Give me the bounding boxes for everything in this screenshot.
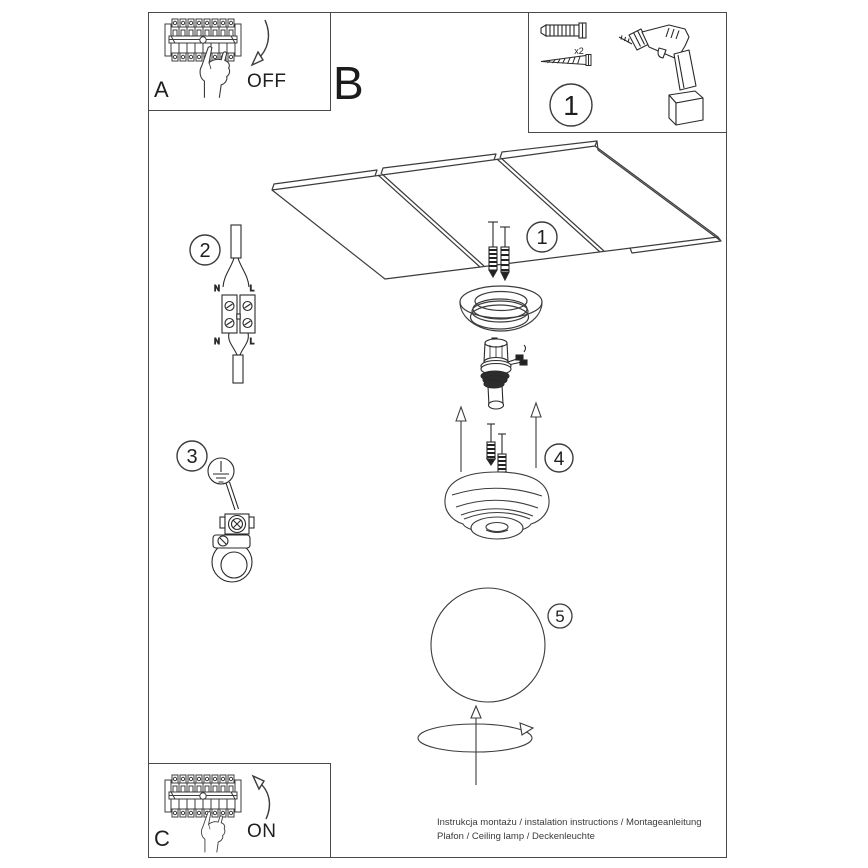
panel-on-box: C ON: [148, 763, 331, 858]
curved-arrow-up-icon: [251, 774, 271, 820]
wall-plug-icon: [540, 22, 587, 39]
tools-box: x2 1: [528, 12, 727, 133]
ceiling-canopy: [459, 285, 543, 332]
box-a-label: A: [154, 77, 169, 102]
screw-icon: [540, 54, 592, 66]
tools-step-badge: 1: [549, 83, 593, 127]
footer-line-1: Instrukcja montażu / instalation instruc…: [437, 817, 702, 828]
breaker-panel-icon: [165, 775, 241, 817]
step-badge-5: 5: [547, 603, 573, 629]
wire-label-n-bottom: N: [214, 337, 220, 346]
svg-text:1: 1: [563, 90, 579, 121]
page-border: [148, 12, 727, 858]
section-b-label: B: [333, 57, 364, 109]
breaker-off-illustration: A OFF: [154, 13, 287, 102]
glass-sphere-shade: [430, 587, 546, 703]
breaker-on-illustration: C ON: [154, 764, 277, 853]
base-dome: [444, 471, 550, 540]
curved-arrow-down-icon: [250, 19, 270, 67]
ceiling-panels: [271, 140, 722, 280]
breaker-panel-icon: [165, 19, 241, 61]
mounting-screws: [485, 423, 508, 479]
wire-label-l-bottom: L: [250, 337, 255, 346]
arrow-up-right-icon: [530, 401, 542, 468]
lamp-socket: [480, 337, 528, 410]
wire-label-n-top: N: [214, 284, 220, 293]
off-label: OFF: [247, 71, 287, 92]
wire-connector-diagram: N L N L: [214, 224, 256, 384]
on-label: ON: [247, 821, 277, 842]
panel-off-box: A OFF: [148, 12, 331, 111]
svg-text:4: 4: [554, 449, 565, 470]
svg-text:2: 2: [199, 240, 210, 262]
quantity-label: x2: [574, 46, 584, 56]
hand-icon: [201, 811, 226, 853]
svg-text:1: 1: [536, 227, 547, 249]
drill-icon: [618, 24, 704, 126]
tools-illustration: x2 1: [540, 22, 704, 127]
step-badge-3: 3: [176, 440, 208, 472]
svg-text:5: 5: [555, 607, 564, 626]
rotation-arrow: [417, 704, 535, 785]
wire-label-l-top: L: [250, 284, 255, 293]
step-badge-1: 1: [526, 221, 558, 253]
step-badge-4: 4: [544, 443, 574, 473]
box-c-label: C: [154, 826, 170, 851]
footer-text: Instrukcja montażu / instalation instruc…: [437, 816, 727, 843]
footer-line-2: Plafon / Ceiling lamp / Deckenleuchte: [437, 830, 595, 842]
svg-text:3: 3: [186, 446, 197, 468]
arrow-up-left-icon: [455, 405, 467, 472]
ground-terminal-diagram: [207, 457, 255, 583]
step-badge-2: 2: [189, 234, 221, 266]
main-installation-illustration: 1: [176, 140, 722, 785]
ceiling-screws: [488, 221, 510, 282]
